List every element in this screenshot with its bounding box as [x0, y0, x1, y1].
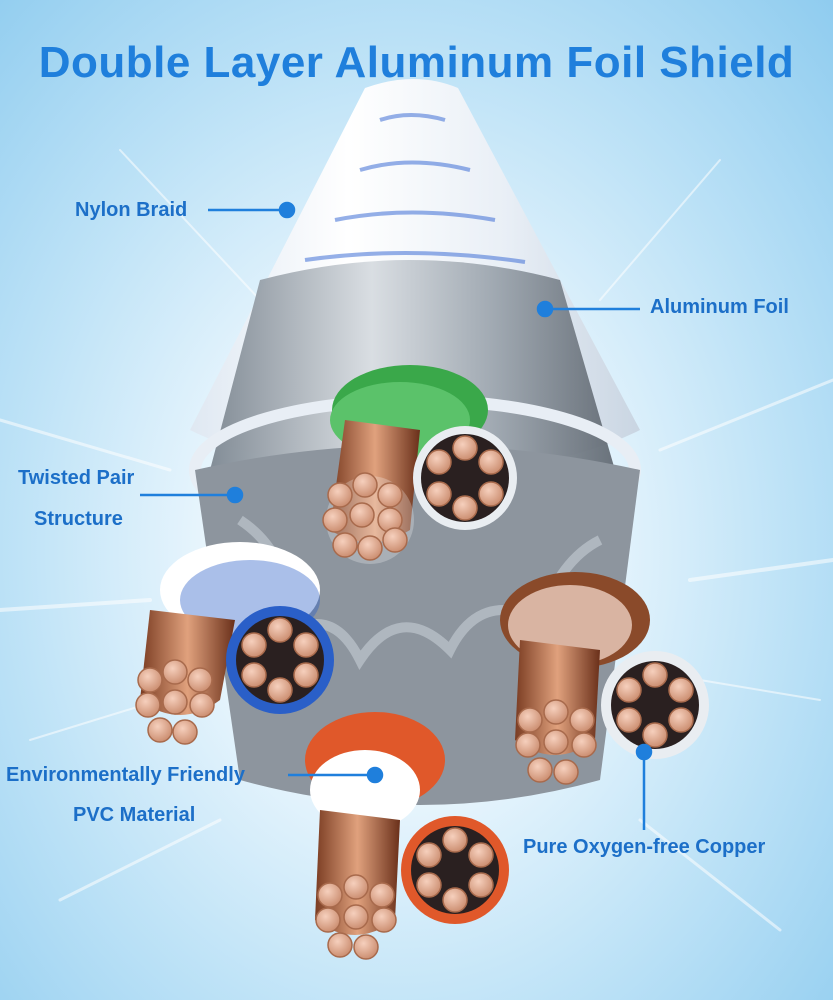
pair-brown	[500, 572, 709, 785]
label-environmentally-friendly: Environmentally Friendly	[6, 764, 245, 786]
pair-green	[322, 365, 517, 564]
label-nylon-braid: Nylon Braid	[75, 199, 188, 221]
label-aluminum-foil: Aluminum Foil	[650, 296, 789, 318]
pointer-dot-icon	[366, 766, 384, 784]
background-rays	[0, 149, 833, 932]
page-title: Double Layer Aluminum Foil Shield	[38, 38, 795, 87]
label-pvc-material: PVC Material	[73, 804, 196, 826]
pair-blue	[135, 542, 334, 745]
label-twisted-pair: Twisted Pair	[18, 467, 135, 489]
label-twisted-pair-structure: Structure	[34, 508, 123, 530]
braid-pattern	[304, 113, 526, 264]
callout-lines	[140, 201, 653, 830]
label-copper: Pure Oxygen-free Copper	[523, 836, 766, 858]
pointer-dot-icon	[226, 486, 244, 504]
pointer-dot-icon	[536, 300, 554, 318]
pointer-dot-icon	[635, 743, 653, 761]
pair-orange	[305, 712, 509, 960]
pointer-dot-icon	[278, 201, 296, 219]
